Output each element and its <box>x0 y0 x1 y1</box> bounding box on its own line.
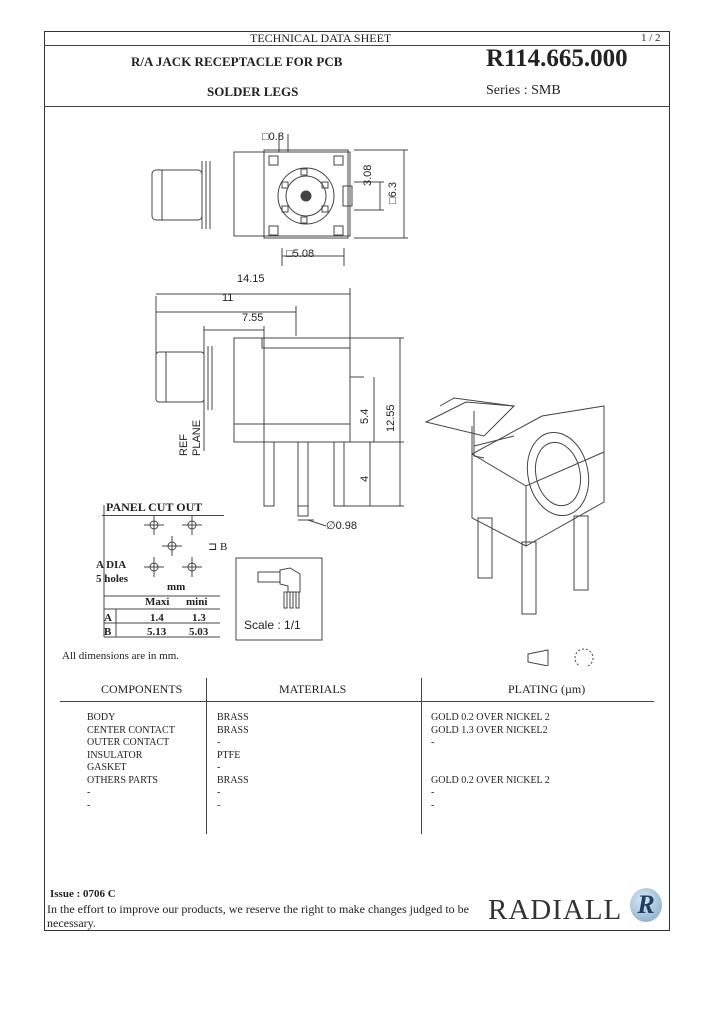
holes-label: 5 holes <box>96 573 129 585</box>
disclaimer-line1: In the effort to improve our products, w… <box>47 902 469 916</box>
component-cell: OUTER CONTACT <box>87 737 170 748</box>
radiall-logo-text: RADIALL <box>488 894 623 926</box>
material-cell: BRASS <box>217 774 249 786</box>
component-cell: OTHERS PARTS <box>87 774 158 786</box>
iso-view <box>424 397 605 615</box>
component-cell: CENTER CONTACT <box>87 724 175 736</box>
title-divider <box>44 106 670 107</box>
plating-cell <box>431 750 550 763</box>
plane-label: PLANE <box>191 419 203 456</box>
dim-body-square: □6.3 <box>387 182 399 204</box>
header-materials: MATERIALS <box>279 682 347 696</box>
top-view-base <box>233 151 351 237</box>
dim-leg-dia: ∅0.98 <box>326 520 358 532</box>
row-a-max: 1.4 <box>150 612 164 624</box>
dim-ref-to-axis: 7.55 <box>242 312 264 324</box>
materials-column: BRASS BRASS - PTFE - BRASS - - <box>217 712 249 812</box>
series: Series : SMB <box>486 83 561 98</box>
plating-cell: - <box>431 799 435 811</box>
component-cell: BODY <box>87 712 116 723</box>
plating-cell: - <box>431 787 435 798</box>
row-b-label: B <box>104 626 112 638</box>
title-line1: R/A JACK RECEPTACLE FOR PCB <box>131 54 343 69</box>
table-col-divider-1 <box>206 678 207 834</box>
header-plating: PLATING (µm) <box>508 682 586 696</box>
component-cell: - <box>87 799 91 811</box>
col-max: Maxi <box>145 596 170 608</box>
page-number: 1 / 2 <box>641 32 661 44</box>
row-b-min: 5.03 <box>189 626 209 638</box>
dim-height-axis: 5.4 <box>359 408 371 424</box>
dim-to-ref: 11 <box>222 292 234 304</box>
header-divider <box>44 45 670 46</box>
table-col-divider-2 <box>421 678 422 834</box>
technical-drawing <box>103 134 605 666</box>
material-cell: BRASS <box>217 712 249 723</box>
disclaimer-line2: necessary. <box>47 916 96 930</box>
dimensions-note: All dimensions are in mm. <box>62 650 180 662</box>
component-cell: INSULATOR <box>87 749 143 761</box>
plating-cell: GOLD 0.2 OVER NICKEL 2 <box>431 774 550 786</box>
dim-pin-square: □0.8 <box>262 131 284 143</box>
row-a-min: 1.3 <box>192 612 206 624</box>
component-cell: - <box>87 787 91 798</box>
plating-cell: GOLD 1.3 OVER NICKEL2 <box>431 724 548 736</box>
dim-leg-length: 4 <box>359 475 371 482</box>
material-cell: PTFE <box>217 749 241 761</box>
title-line2: SOLDER LEGS <box>207 84 299 99</box>
plating-column: GOLD 0.2 OVER NICKEL 2 GOLD 1.3 OVER NIC… <box>431 712 550 812</box>
side-view-jack-plug <box>155 351 205 403</box>
top-view-body <box>263 149 349 239</box>
panel-b-marker: ⊐ B <box>208 541 228 553</box>
plating-cell <box>431 762 550 775</box>
dim-base-square: □5.08 <box>286 248 315 260</box>
component-cell: GASKET <box>87 762 127 773</box>
doc-type: TECHNICAL DATA SHEET <box>250 31 392 45</box>
material-cell: - <box>217 799 221 811</box>
a-dia-label: A DIA <box>96 559 127 571</box>
plating-cell: - <box>431 737 435 748</box>
material-cell: BRASS <box>217 724 249 736</box>
row-a-label: A <box>104 612 112 624</box>
components-column: BODY CENTER CONTACT OUTER CONTACT INSULA… <box>87 712 175 812</box>
panel-cutout-underline <box>102 515 224 516</box>
sheet-frame <box>44 31 670 931</box>
top-view-jack-plug <box>151 169 203 221</box>
scale-label: Scale : 1/1 <box>244 618 301 632</box>
col-min: mini <box>186 596 208 608</box>
part-number: R114.665.000 <box>486 45 628 72</box>
panel-unit: mm <box>167 581 186 593</box>
row-b-max: 5.13 <box>147 626 167 638</box>
material-cell: - <box>217 737 221 748</box>
table-header-line <box>60 701 654 702</box>
dim-pitch: 3.08 <box>362 164 374 186</box>
plating-cell: GOLD 0.2 OVER NICKEL 2 <box>431 712 550 723</box>
material-cell: - <box>217 762 221 773</box>
dim-overall: 14.15 <box>237 273 265 285</box>
top-view-outer-ring <box>277 167 335 225</box>
dim-total-height: 12.55 <box>385 404 397 432</box>
panel-cutout-title: PANEL CUT OUT <box>106 500 203 514</box>
issue: Issue : 0706 C <box>50 888 116 900</box>
side-view-body <box>233 337 351 425</box>
ref-label: REF <box>178 434 190 456</box>
header-components: COMPONENTS <box>101 682 183 696</box>
radiall-logo-mark: R <box>630 888 662 922</box>
material-cell: - <box>217 787 221 798</box>
